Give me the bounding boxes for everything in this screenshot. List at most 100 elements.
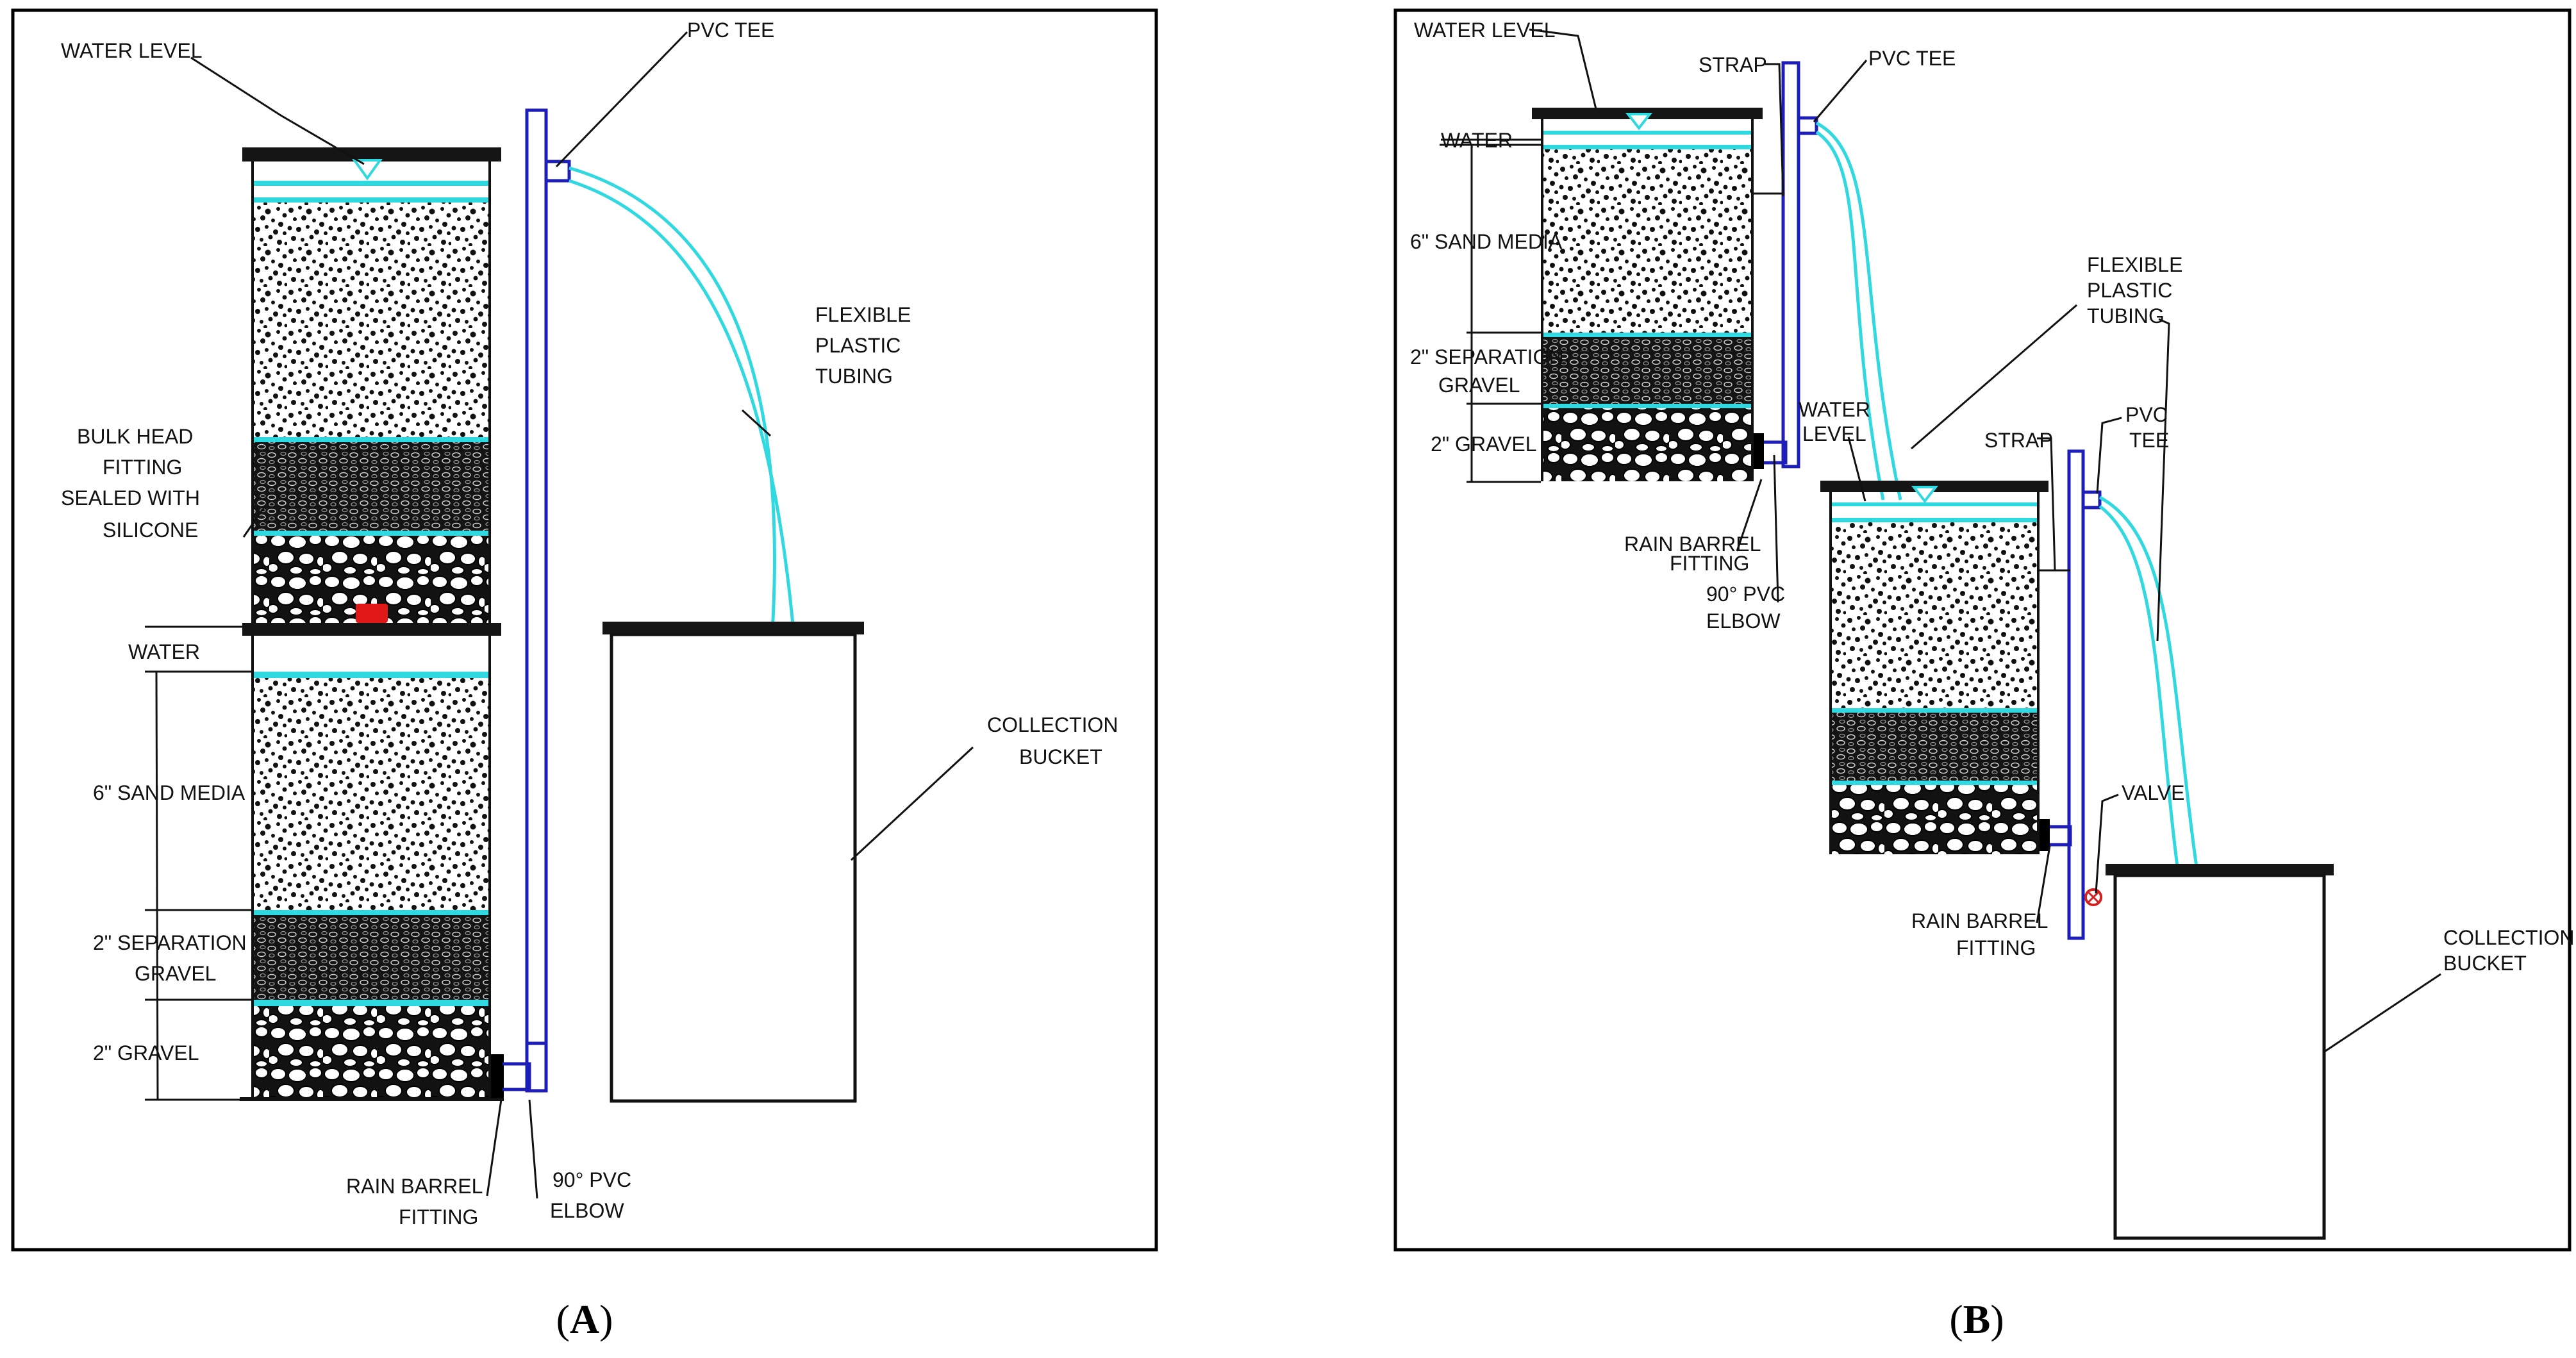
label-tubing-a: TUBING — [815, 365, 893, 388]
water-line-b7 — [1829, 708, 2040, 713]
sand-media-a2 — [253, 678, 489, 910]
water-line-a1 — [251, 181, 491, 186]
caption-a: (A) — [556, 1296, 613, 1342]
label-separation-gravel-a: GRAVEL — [135, 962, 216, 985]
bulkhead-fitting-a — [356, 604, 388, 623]
label-tubing-b: TUBING — [2087, 304, 2165, 327]
flexible-tubing-b1 — [1815, 121, 1902, 501]
label-valve-b: VALVE — [2122, 781, 2184, 804]
label-gravel-a: 2" GRAVEL — [93, 1041, 199, 1064]
label-separation-b: 2" SEPARATION — [1410, 345, 1564, 368]
water-level-marker-a — [352, 159, 383, 181]
label-elbow-b: 90° PVC — [1706, 583, 1785, 606]
water-line-b4 — [1541, 404, 1754, 408]
label-pvc-bottom-b: PVC — [2125, 403, 2168, 426]
pvc-tee-b2 — [2081, 490, 2102, 509]
label-pvc-tee-top-b: PVC TEE — [1868, 47, 1956, 70]
water-line-a6 — [251, 910, 491, 915]
water-level-marker-b2 — [1911, 486, 1939, 504]
pvc-riser-b1 — [1781, 61, 1800, 468]
water-line-a4 — [251, 531, 491, 536]
water-line-a3 — [251, 437, 491, 442]
label-bulkhead-fitting-a: FITTING — [103, 456, 182, 479]
separation-gravel-a1 — [253, 442, 489, 531]
sand-media-a1 — [253, 203, 489, 437]
separation-gravel-a2 — [253, 915, 489, 1000]
rain-barrel-fitting-b1 — [1754, 433, 1764, 469]
label-water-level-2-b: WATER — [1799, 398, 1870, 421]
water-line-a7 — [251, 1000, 491, 1006]
label-rain-fitting-top-b: FITTING — [1670, 552, 1749, 575]
pvc-tee-a — [544, 160, 571, 183]
pvc-tee-b1 — [1797, 116, 1818, 135]
collection-bucket-b — [2106, 864, 2334, 1240]
panel-a: WATER LEVEL PVC TEE FLEXIBLE PLASTIC TUB… — [11, 8, 1158, 1342]
water-line-a2 — [251, 197, 491, 203]
separation-gravel-b2 — [1831, 713, 2038, 781]
pvc-pipe-a — [503, 108, 571, 1093]
panel-a-frame — [11, 8, 1158, 1252]
caption-b: (B) — [1949, 1296, 2004, 1342]
panel-b: WATER LEVEL STRAP PVC TEE WATER 6" SAND … — [1393, 8, 2574, 1342]
lower-filter-b — [1820, 481, 2050, 854]
label-elbow-a: 90° PVC — [553, 1168, 631, 1191]
water-line-b8 — [1829, 781, 2040, 785]
upper-lid-a — [242, 147, 501, 161]
lower-filter-a — [240, 623, 504, 1101]
label-strap-bottom-b: STRAP — [1984, 429, 2053, 452]
gravel-b1 — [1543, 408, 1752, 481]
water-line-b5 — [1829, 502, 2040, 506]
water-line-b3 — [1541, 333, 1754, 337]
water-line-b1 — [1541, 131, 1754, 135]
label-gravel-b: 2" GRAVEL — [1431, 433, 1537, 456]
water-line-b2 — [1541, 145, 1754, 149]
pvc-riser-a — [525, 108, 548, 1093]
label-pvc-tee-a: PVC TEE — [687, 19, 774, 42]
panel-b-frame — [1393, 8, 2572, 1252]
label-collection-a: COLLECTION — [987, 713, 1118, 736]
leader-lines-b — [1440, 28, 2441, 1052]
label-bucket-b: BUCKET — [2443, 952, 2527, 975]
label-plastic-b: PLASTIC — [2087, 279, 2172, 302]
label-tee-bottom-b: TEE — [2129, 429, 2169, 452]
labels-a: WATER LEVEL PVC TEE FLEXIBLE PLASTIC TUB… — [61, 19, 1118, 1229]
rain-barrel-fitting-b2 — [2040, 819, 2050, 851]
pvc-riser-b2 — [2067, 449, 2085, 940]
label-elbow-2-a: ELBOW — [550, 1199, 624, 1222]
upper-filter-a — [242, 147, 501, 623]
valve-b — [2084, 888, 2102, 906]
label-silicone-a: SILICONE — [103, 518, 198, 542]
label-sand-a: 6" SAND MEDIA — [93, 781, 245, 804]
label-level-2-b: LEVEL — [1802, 422, 1866, 445]
label-bulkhead-a: BULK HEAD — [77, 425, 193, 448]
pvc-elbow-b2 — [2050, 825, 2072, 847]
collection-bucket-a — [602, 622, 864, 1103]
label-strap-top-b: STRAP — [1699, 53, 1767, 76]
water-line-b6 — [1829, 518, 2040, 522]
sand-media-b1 — [1543, 149, 1752, 333]
label-water-a: WATER — [128, 640, 200, 663]
label-rain-barrel-a: RAIN BARREL — [346, 1175, 483, 1198]
separation-gravel-b1 — [1543, 337, 1752, 404]
lower-lid-a — [242, 623, 501, 636]
label-rain-barrel-bottom-b: RAIN BARREL — [1911, 909, 2048, 932]
upper-filter-b — [1532, 108, 1764, 481]
label-elbow-2-b: ELBOW — [1706, 609, 1781, 633]
water-level-marker-b1 — [1625, 113, 1653, 131]
pvc-pipe-b2 — [2050, 449, 2102, 940]
label-sand-b: 6" SAND MEDIA — [1410, 230, 1563, 253]
label-water-level-a: WATER LEVEL — [61, 39, 203, 62]
sand-media-b2 — [1831, 522, 2038, 708]
label-collection-b: COLLECTION — [2443, 926, 2574, 949]
label-water-b: WATER — [1441, 129, 1513, 152]
label-bucket-a: BUCKET — [1019, 745, 1102, 768]
gravel-a2 — [253, 1006, 489, 1100]
label-separation-a: 2" SEPARATION — [93, 931, 247, 954]
label-flexible-a: FLEXIBLE — [815, 303, 911, 326]
label-separation-gravel-b: GRAVEL — [1438, 374, 1520, 397]
label-sealed-with-a: SEALED WITH — [61, 486, 200, 509]
leader-lines-a — [145, 31, 974, 1199]
pvc-elbow-a-joint — [527, 1041, 548, 1091]
pvc-elbow-a — [503, 1062, 531, 1091]
